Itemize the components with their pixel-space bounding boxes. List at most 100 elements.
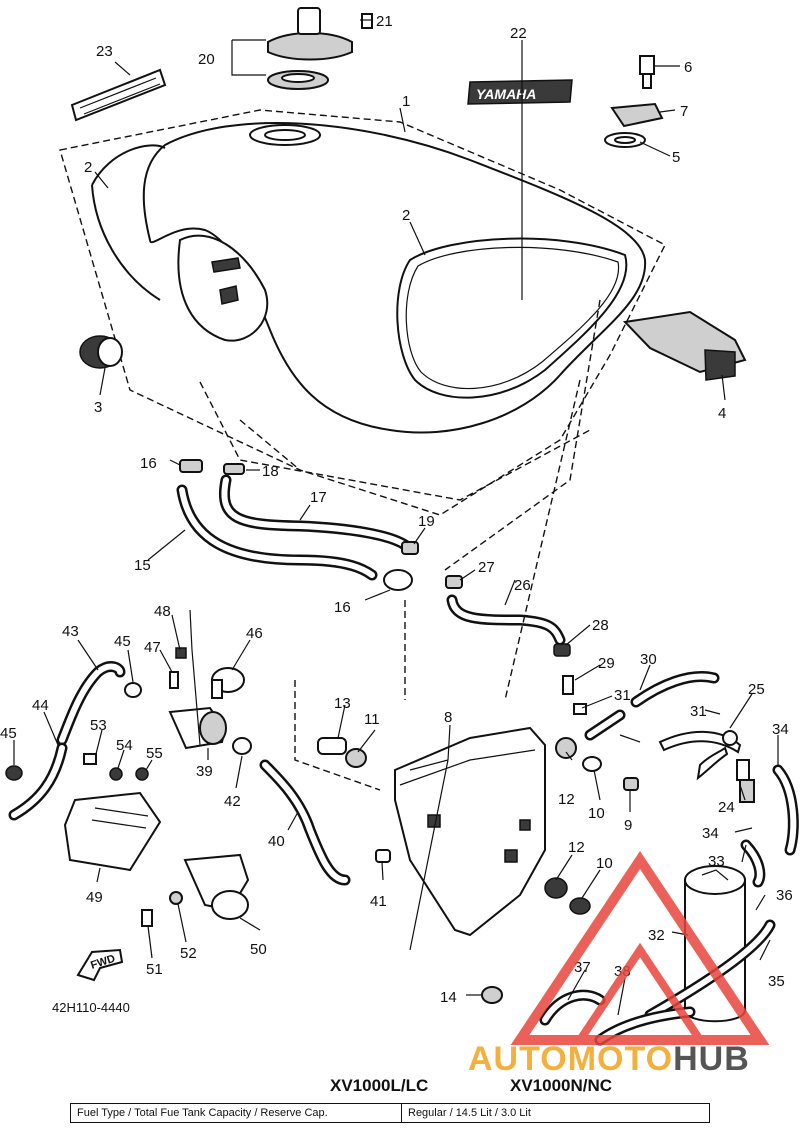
clip-16-bottom	[383, 569, 413, 591]
callout-39: 39	[196, 763, 213, 780]
callout-12-top: 12	[558, 791, 575, 808]
callout-25: 25	[748, 681, 765, 698]
clip-19	[401, 541, 419, 555]
watermark-moto: MOTO	[567, 1040, 674, 1078]
callout-22: 22	[510, 25, 527, 42]
pump-relay-49	[63, 791, 162, 872]
grommet-12-top	[555, 737, 577, 759]
callout-55: 55	[146, 745, 163, 762]
watermark-auto: AUTO	[468, 1040, 568, 1078]
fuel-cap	[267, 7, 353, 90]
bracket-50	[183, 853, 250, 920]
clip-45-top	[124, 682, 142, 698]
spec-label: Fuel Type / Total Fue Tank Capacity / Re…	[71, 1104, 402, 1122]
callout-20: 20	[198, 51, 215, 68]
callout-43: 43	[62, 623, 79, 640]
callout-27: 27	[478, 559, 495, 576]
callout-labels: 1 2 2 3 4 5 6 7 8 9 10 10 11 12 12 13 14…	[0, 13, 793, 1006]
callout-6: 6	[684, 59, 692, 76]
callout-11: 11	[364, 711, 380, 728]
model-right: XV1000N/NC	[510, 1076, 613, 1095]
callout-10-bottom: 10	[596, 855, 613, 872]
callout-40: 40	[268, 833, 285, 850]
fuel-filter-39	[168, 706, 227, 750]
callout-4: 4	[718, 405, 726, 422]
callout-5: 5	[672, 149, 680, 166]
callout-32: 32	[648, 927, 665, 944]
bolt-6	[639, 55, 655, 89]
grommet-12-bottom	[544, 877, 568, 899]
hose-40	[259, 759, 351, 886]
clip-18	[223, 463, 245, 475]
hose-33	[740, 839, 766, 888]
canister-bracket-25	[658, 730, 742, 781]
callout-3: 3	[94, 399, 102, 416]
callout-13: 13	[334, 695, 351, 712]
watermark-text: AUTOMOTOHUB	[468, 1040, 750, 1079]
hose-44	[8, 742, 68, 821]
callout-17: 17	[310, 489, 327, 506]
nut-55	[135, 767, 149, 781]
hose-26	[446, 594, 566, 646]
callout-35: 35	[768, 973, 785, 990]
callout-47: 47	[144, 639, 161, 656]
callout-44: 44	[32, 697, 49, 714]
callout-33: 33	[708, 853, 725, 870]
bolt-47	[169, 671, 179, 689]
callout-23: 23	[96, 43, 113, 60]
spec-table: Fuel Type / Total Fue Tank Capacity / Re…	[70, 1103, 710, 1123]
leader-lines	[13, 19, 779, 1016]
callout-19: 19	[418, 513, 435, 530]
tank-emblem-strip	[70, 68, 167, 122]
grommet-13	[317, 737, 347, 755]
bolt-51	[141, 909, 153, 927]
clip-31	[573, 703, 587, 715]
callout-36: 36	[776, 887, 793, 904]
valve-24	[736, 759, 755, 803]
callout-41: 41	[370, 893, 387, 910]
clamp-46	[211, 667, 245, 699]
callout-51: 51	[146, 961, 163, 978]
callout-29: 29	[598, 655, 615, 672]
hose-43	[56, 661, 126, 746]
cover-7	[610, 102, 664, 128]
callout-46: 46	[246, 625, 263, 642]
callout-21: 21	[376, 13, 393, 30]
clip-28	[553, 643, 571, 657]
clip-45-left	[5, 765, 23, 781]
washer-10-bottom	[569, 897, 591, 915]
callout-42: 42	[224, 793, 241, 810]
callout-2-left: 2	[84, 159, 92, 176]
callout-34-bottom: 34	[702, 825, 719, 842]
rear-bracket-4	[622, 310, 747, 381]
fuel-hose-15	[176, 484, 378, 581]
vent-hose-17	[219, 474, 411, 551]
callout-48: 48	[154, 603, 171, 620]
fitting-29	[562, 675, 574, 695]
callout-14: 14	[440, 989, 457, 1006]
callout-45-top: 45	[114, 633, 131, 650]
spec-value: Regular / 14.5 Lit / 3.0 Lit	[408, 1107, 531, 1119]
callout-12-bottom: 12	[568, 839, 585, 856]
callout-54: 54	[116, 737, 133, 754]
hose-37	[539, 989, 606, 1026]
cap-screw	[361, 13, 373, 29]
diagram-reference-code: 42H110-4440	[52, 1000, 130, 1015]
callout-24: 24	[718, 799, 735, 816]
watermark-hub: HUB	[673, 1040, 750, 1078]
side-cover-8	[394, 726, 546, 937]
clip-16-top	[179, 459, 203, 473]
callout-34-top: 34	[772, 721, 789, 738]
callout-8: 8	[444, 709, 452, 726]
callout-31-right: 31	[690, 703, 707, 720]
model-left: XV1000L/LC	[330, 1076, 429, 1095]
yamaha-badge-text: YAMAHA	[476, 86, 536, 102]
screw-9	[623, 777, 639, 791]
nut-54	[109, 767, 123, 781]
callout-7: 7	[680, 103, 688, 120]
hose-34	[772, 764, 799, 856]
callout-45-left: 45	[0, 725, 17, 742]
drain-cap-3	[79, 335, 123, 369]
